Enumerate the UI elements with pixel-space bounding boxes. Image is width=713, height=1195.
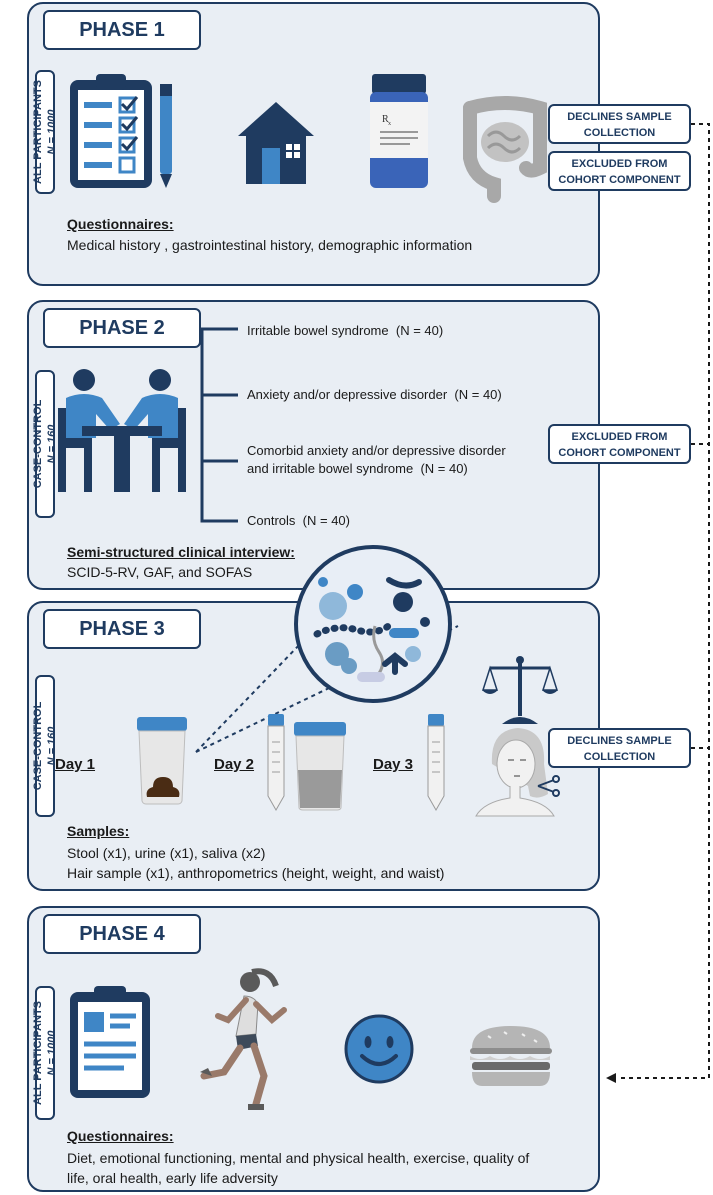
urine-cup-icon xyxy=(294,722,346,811)
burger-icon xyxy=(470,1026,552,1086)
hair-sample-person-icon xyxy=(475,728,560,817)
phase-2-interview-heading: Semi-structured clinical interview: xyxy=(67,544,295,560)
saliva-tube-icon xyxy=(267,714,285,812)
group-ibs: Irritable bowel syndrome (N = 40) xyxy=(247,323,444,338)
phase-1-questionnaire-text: Medical history , gastrointestinal histo… xyxy=(67,237,473,253)
day-3-label: Day 3 xyxy=(373,756,414,773)
runner-icon xyxy=(200,968,287,1110)
saliva-tube-icon xyxy=(427,714,445,812)
clipboard-checklist-icon xyxy=(70,74,172,188)
phase-4-title: PHASE 4 xyxy=(43,914,201,954)
phase-1-title: PHASE 1 xyxy=(43,10,201,50)
group-bracket xyxy=(200,327,238,523)
phase-3-samples-line1: Stool (x1), urine (x1), saliva (x2) xyxy=(67,845,266,861)
phase-2-interview-text: SCID-5-RV, GAF, and SOFAS xyxy=(67,564,253,580)
phase-3-samples-line2: Hair sample (x1), anthropometrics (heigh… xyxy=(67,865,445,881)
group-comorbid: Comorbid anxiety and/or depressive disor… xyxy=(247,443,506,476)
phase-4-questionnaire-line1: Diet, emotional functioning, mental and … xyxy=(67,1150,530,1166)
phase-2-title: PHASE 2 xyxy=(43,308,201,348)
stool-jar-icon xyxy=(137,717,187,805)
phase-1-questionnaire-heading: Questionnaires: xyxy=(67,216,174,232)
day-2-label: Day 2 xyxy=(214,756,255,773)
phase-3-samples-heading: Samples: xyxy=(67,823,130,839)
house-icon xyxy=(238,102,314,184)
group-anxiety-depression: Anxiety and/or depressive disorder (N = … xyxy=(247,387,502,402)
smiley-face-icon xyxy=(344,1014,414,1084)
clipboard-icon xyxy=(70,986,150,1098)
intestine-icon xyxy=(463,96,547,203)
phase-4-questionnaire-line2: life, oral health, early life adversity xyxy=(67,1170,278,1186)
phase-4-questionnaire-heading: Questionnaires: xyxy=(67,1128,174,1144)
microbiome-icon xyxy=(294,545,452,703)
group-controls: Controls (N = 40) xyxy=(247,513,350,528)
phase-3-title: PHASE 3 xyxy=(43,609,201,649)
svg-text:x: x xyxy=(388,121,391,127)
svg-text:R: R xyxy=(382,114,389,125)
scale-icon xyxy=(481,656,559,724)
day-1-label: Day 1 xyxy=(55,756,96,773)
interview-table-icon xyxy=(58,369,186,492)
